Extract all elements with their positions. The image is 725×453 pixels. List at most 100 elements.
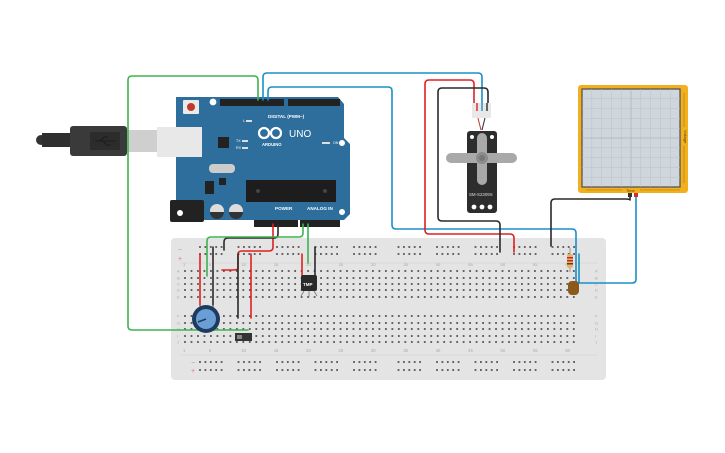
wire-blue-pin11-to-servo[interactable]: [262, 72, 483, 106]
breadboard-hole[interactable]: [190, 283, 193, 285]
breadboard-hole[interactable]: [346, 315, 348, 317]
breadboard-hole[interactable]: [268, 322, 271, 324]
breadboard-hole[interactable]: [229, 289, 232, 291]
breadboard-hole[interactable]: [199, 246, 201, 248]
breadboard-hole[interactable]: [430, 289, 433, 291]
breadboard-hole[interactable]: [430, 315, 433, 317]
breadboard-hole[interactable]: [488, 277, 491, 279]
breadboard-hole[interactable]: [378, 335, 381, 337]
breadboard-hole[interactable]: [197, 335, 199, 337]
breadboard-hole[interactable]: [443, 283, 446, 285]
breadboard-hole[interactable]: [384, 283, 387, 285]
breadboard-hole[interactable]: [410, 283, 413, 285]
breadboard-hole[interactable]: [297, 369, 300, 371]
breadboard-hole[interactable]: [566, 283, 569, 285]
breadboard-hole[interactable]: [475, 289, 478, 291]
breadboard-hole[interactable]: [384, 341, 387, 343]
breadboard-hole[interactable]: [514, 335, 517, 337]
breadboard-hole[interactable]: [508, 289, 510, 291]
breadboard-hole[interactable]: [378, 277, 381, 279]
breadboard-hole[interactable]: [514, 315, 517, 317]
breadboard-hole[interactable]: [534, 369, 537, 371]
breadboard-hole[interactable]: [540, 289, 543, 291]
breadboard-hole[interactable]: [320, 361, 322, 363]
breadboard-hole[interactable]: [521, 322, 523, 324]
breadboard-hole[interactable]: [529, 253, 532, 255]
breadboard-hole[interactable]: [384, 315, 387, 317]
breadboard-hole[interactable]: [508, 322, 510, 324]
breadboard-hole[interactable]: [255, 328, 258, 330]
breadboard-hole[interactable]: [268, 335, 271, 337]
breadboard-hole[interactable]: [423, 335, 426, 337]
breadboard-hole[interactable]: [235, 296, 238, 298]
breadboard-hole[interactable]: [443, 296, 446, 298]
breadboard-hole[interactable]: [369, 253, 372, 255]
breadboard-hole[interactable]: [474, 246, 477, 248]
breadboard-hole[interactable]: [378, 328, 381, 330]
breadboard-hole[interactable]: [287, 322, 290, 324]
breadboard-hole[interactable]: [523, 253, 526, 255]
breadboard-hole[interactable]: [190, 322, 193, 324]
breadboard-hole[interactable]: [397, 361, 400, 363]
breadboard-hole[interactable]: [573, 369, 575, 371]
breadboard-hole[interactable]: [330, 361, 333, 363]
breadboard-hole[interactable]: [210, 296, 212, 298]
breadboard-hole[interactable]: [274, 328, 277, 330]
breadboard-hole[interactable]: [248, 253, 251, 255]
breadboard-hole[interactable]: [276, 246, 278, 248]
breadboard-hole[interactable]: [346, 328, 348, 330]
breadboard-hole[interactable]: [403, 361, 405, 363]
breadboard-hole[interactable]: [209, 361, 212, 363]
breadboard-hole[interactable]: [216, 277, 219, 279]
breadboard-hole[interactable]: [307, 270, 310, 272]
breadboard-hole[interactable]: [248, 361, 251, 363]
breadboard-hole[interactable]: [216, 335, 219, 337]
breadboard-hole[interactable]: [346, 270, 348, 272]
breadboard-hole[interactable]: [281, 361, 284, 363]
breadboard-hole[interactable]: [281, 322, 284, 324]
breadboard-hole[interactable]: [397, 253, 400, 255]
breadboard-hole[interactable]: [320, 289, 322, 291]
breadboard-hole[interactable]: [430, 277, 433, 279]
breadboard-hole[interactable]: [333, 270, 335, 272]
breadboard-hole[interactable]: [495, 328, 497, 330]
breadboard-hole[interactable]: [320, 322, 322, 324]
breadboard-hole[interactable]: [346, 283, 348, 285]
breadboard-hole[interactable]: [243, 361, 245, 363]
breadboard-hole[interactable]: [286, 361, 289, 363]
breadboard-hole[interactable]: [523, 361, 526, 363]
breadboard-hole[interactable]: [220, 246, 223, 248]
breadboard-hole[interactable]: [352, 322, 355, 324]
breadboard-hole[interactable]: [294, 322, 297, 324]
breadboard-hole[interactable]: [222, 277, 225, 279]
breadboard-hole[interactable]: [300, 315, 303, 317]
breadboard-hole[interactable]: [353, 253, 355, 255]
breadboard-hole[interactable]: [508, 296, 510, 298]
breadboard-hole[interactable]: [281, 341, 284, 343]
breadboard-hole[interactable]: [514, 341, 517, 343]
breadboard-hole[interactable]: [485, 369, 488, 371]
breadboard-hole[interactable]: [449, 315, 452, 317]
breadboard-hole[interactable]: [456, 315, 459, 317]
breadboard-hole[interactable]: [449, 322, 452, 324]
breadboard-hole[interactable]: [353, 246, 355, 248]
breadboard-hole[interactable]: [521, 296, 523, 298]
breadboard-hole[interactable]: [417, 270, 420, 272]
breadboard-hole[interactable]: [215, 253, 218, 255]
breadboard-hole[interactable]: [339, 296, 342, 298]
breadboard-hole[interactable]: [456, 335, 459, 337]
breadboard-hole[interactable]: [514, 270, 517, 272]
breadboard-hole[interactable]: [527, 322, 530, 324]
breadboard-hole[interactable]: [229, 277, 232, 279]
breadboard-hole[interactable]: [384, 322, 387, 324]
breadboard-hole[interactable]: [457, 253, 460, 255]
breadboard-hole[interactable]: [242, 322, 245, 324]
breadboard-hole[interactable]: [184, 270, 186, 272]
breadboard-hole[interactable]: [274, 341, 277, 343]
breadboard-hole[interactable]: [557, 361, 559, 363]
breadboard-hole[interactable]: [352, 296, 355, 298]
breadboard-hole[interactable]: [242, 289, 245, 291]
breadboard-hole[interactable]: [482, 283, 484, 285]
breadboard-hole[interactable]: [384, 296, 387, 298]
breadboard-hole[interactable]: [307, 328, 310, 330]
